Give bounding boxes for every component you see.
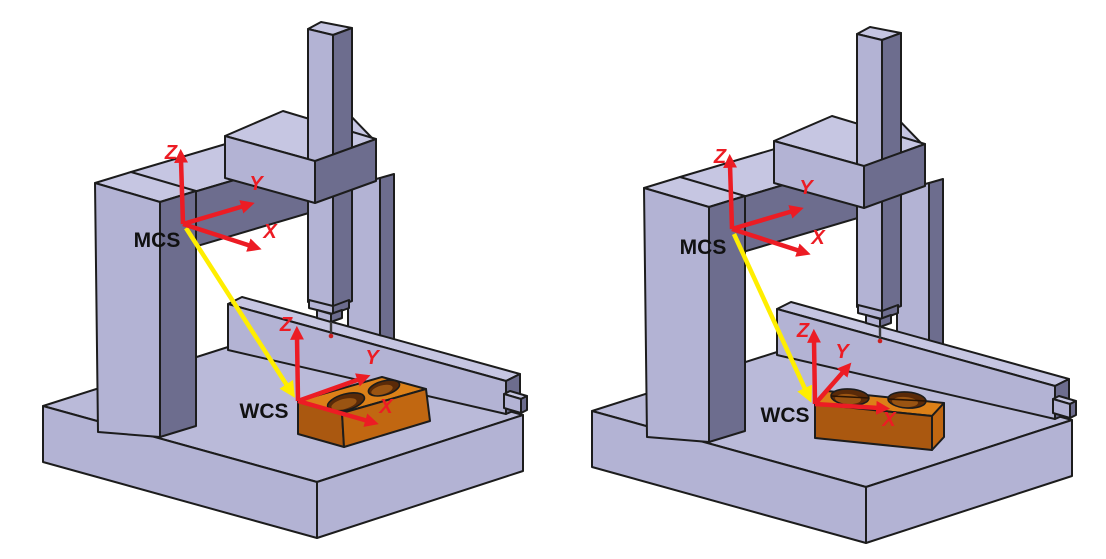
machine-right: MCS WCS Z Y X Z Y X	[590, 25, 1078, 545]
mcs-label: MCS	[134, 229, 181, 252]
workpiece-hole	[326, 392, 366, 412]
y-axis-arrow	[297, 373, 371, 404]
x-axis-arrow	[814, 400, 891, 415]
workpiece-end-face	[931, 402, 945, 451]
workpiece-hole	[887, 391, 927, 409]
workpiece-right-face	[341, 388, 431, 448]
mcs-x-label: X	[810, 227, 826, 249]
y-axis-arrow	[813, 362, 852, 406]
wcs-y-label: Y	[365, 347, 380, 369]
wcs-x-label: X	[881, 409, 897, 431]
wcs-z-label: Z	[279, 314, 293, 336]
mcs-x-label: X	[262, 221, 278, 243]
mcs-label: MCS	[680, 236, 727, 259]
wcs-axes	[807, 328, 891, 415]
machine-left: MCS WCS Z Y X Z Y X	[41, 20, 529, 540]
wcs-z-label: Z	[796, 320, 810, 342]
mcs-y-label: Y	[799, 177, 814, 199]
wcs-label: WCS	[761, 404, 810, 427]
z-axis-arrow	[290, 325, 305, 402]
wcs-x-label: X	[378, 396, 394, 418]
mcs-z-label: Z	[164, 142, 178, 164]
mcs-to-wcs-offset-arrow	[184, 226, 295, 398]
wcs-axes	[290, 325, 379, 427]
mcs-z-label: Z	[713, 146, 727, 168]
machine-left-body	[41, 20, 529, 540]
wcs-y-label: Y	[835, 341, 850, 363]
mcs-y-label: Y	[249, 173, 264, 195]
mcs-to-wcs-offset-arrow	[731, 233, 813, 403]
workpiece-right-machine	[814, 388, 945, 451]
wcs-label: WCS	[240, 400, 289, 423]
workpiece-hole	[367, 379, 401, 397]
machine-right-body	[590, 25, 1078, 545]
workpiece-left	[297, 376, 431, 448]
x-axis-arrow	[297, 398, 379, 427]
z-axis-arrow	[807, 328, 822, 405]
